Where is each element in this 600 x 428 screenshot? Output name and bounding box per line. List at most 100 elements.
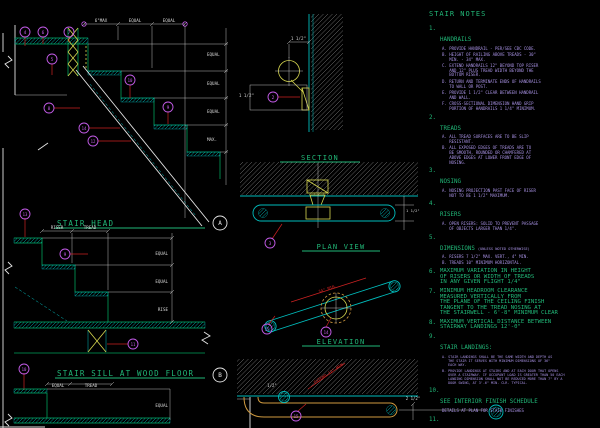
note-subitem: A. OPEN RISERS: SOLID TO PREVENT PASSAGE… xyxy=(442,220,539,231)
note-subitem: A. RISERS 7 1/2" MAX. VERT., 4" MIN. xyxy=(442,254,529,260)
callout-bubble: 9 xyxy=(162,101,174,113)
callout-bubble: 13 xyxy=(19,208,31,220)
note-subitem: DETAILS AT PLAN FOR STAIR FINISHES xyxy=(442,407,524,413)
drawing-label: SECTION xyxy=(301,154,339,162)
svg-text:14: 14 xyxy=(82,126,87,131)
drawing-label: TREAD xyxy=(84,225,97,230)
note-item-5: 5. DIMENSIONS(UNLESS NOTED OTHERWISE) A. R… xyxy=(429,235,600,267)
drawing-label: TREAD xyxy=(85,383,98,388)
note-heading-suffix: (UNLESS NOTED OTHERWISE) xyxy=(477,246,530,251)
drawing-label: EQUAL xyxy=(52,383,65,388)
svg-text:12: 12 xyxy=(91,139,96,144)
note-body: MAXIMUM VARIATION IN HEIGHT OF RISERS OR… xyxy=(440,268,600,286)
svg-text:11: 11 xyxy=(131,342,136,347)
drawing-label: EQUAL xyxy=(163,18,176,23)
note-subitem: F. CROSS-SECTIONAL DIMENSION HAND GRIP P… xyxy=(442,100,536,111)
note-item-8: 8. MAXIMUM VERTICAL DISTANCE BETWEEN STAI… xyxy=(429,318,600,331)
note-heading: DIMENSIONS xyxy=(440,245,475,252)
svg-text:4: 4 xyxy=(24,30,27,36)
drawing-label: 6"MAX xyxy=(95,18,108,23)
svg-text:10: 10 xyxy=(128,78,133,83)
note-heading: NOSING xyxy=(440,179,461,186)
note-subitem: D. RETURN AND TERMINATE ENDS OF HANDRAIL… xyxy=(442,78,541,89)
callout-bubble: 12 xyxy=(87,135,99,147)
svg-text:7: 7 xyxy=(68,30,71,36)
svg-text:13: 13 xyxy=(23,212,28,217)
note-heading: TREADS xyxy=(440,125,461,132)
drawing-label: STAIR SILL AT WOOD FLOOR xyxy=(57,369,194,378)
note-number: 9. xyxy=(429,334,436,341)
callout-bubble: 10 xyxy=(124,74,136,86)
note-heading: STAIR LANDINGS: xyxy=(440,345,493,352)
handrail-termination-detail xyxy=(237,359,504,428)
note-heading: SEE INTERIOR FINISH SCHEDULE xyxy=(440,399,538,406)
note-number: 10. xyxy=(429,388,440,395)
note-subitem: E. PROVIDE 1 1/2" CLEAR BETWEEN HANDRAIL… xyxy=(442,89,539,100)
callout-bubble: 2 xyxy=(267,91,279,103)
note-subitem: B. PROVIDE LANDINGS AT STAIRS AND AT EAC… xyxy=(442,368,565,386)
note-number: 8. xyxy=(429,319,436,326)
svg-text:B: B xyxy=(218,372,222,379)
note-body: MINIMUM HEADROOM CLEARANCE MEASURED VERT… xyxy=(440,288,600,317)
note-number: 11. xyxy=(429,416,440,423)
svg-text:15: 15 xyxy=(294,414,299,419)
svg-text:2: 2 xyxy=(272,95,275,101)
callout-bubble: 15 xyxy=(290,410,302,422)
plan-view-detail xyxy=(240,162,418,252)
callout-bubble: 7 xyxy=(63,26,75,38)
note-number: 7. xyxy=(429,288,436,295)
svg-text:3: 3 xyxy=(269,241,272,247)
note-item-9: 9. STAIR LANDINGS: A. STAIR LANDINGS SHALL… xyxy=(429,334,600,385)
drawing-label: MAX. xyxy=(207,137,217,142)
drawing-label: EQUAL xyxy=(129,18,142,23)
svg-text:6: 6 xyxy=(42,30,45,36)
drawing-label: EQUAL xyxy=(155,251,168,256)
note-heading: RISERS xyxy=(440,212,461,219)
drawing-label: 2 1/2" xyxy=(406,396,420,401)
note-subitem: B. ALL EXPOSED EDGES OF TREADS ARE TO BE… xyxy=(442,145,532,165)
note-body: MAXIMUM VERTICAL DISTANCE BETWEEN STAIRW… xyxy=(440,318,600,331)
svg-text:9: 9 xyxy=(167,105,170,111)
note-body: HANDICAPPED COMPLIANCE:A. MARK WITH A 2"… xyxy=(440,417,600,428)
stair-notes-title: STAIR NOTES xyxy=(429,10,487,18)
svg-text:5: 5 xyxy=(51,57,54,63)
note-text: MAXIMUM VERTICAL DISTANCE BETWEEN STAIRW… xyxy=(440,318,552,331)
drawing-label: EQUAL xyxy=(207,109,220,114)
note-subitem: C. EXTEND HANDRAILS 12" BEYOND TOP RISER… xyxy=(442,62,539,78)
note-number: 4. xyxy=(429,201,436,208)
drawing-label: PLAN VIEW xyxy=(317,243,366,251)
drawing-label: STAIR HEAD xyxy=(57,219,114,228)
callout-bubble: 8 xyxy=(43,102,55,114)
callout-bubble: 14 xyxy=(320,326,332,338)
section-detail xyxy=(249,14,360,163)
drawing-label: 1 1/2" xyxy=(239,93,254,98)
note-subitem: A. STAIR LANDINGS SHALL BE THE SAME WIDT… xyxy=(442,354,553,367)
drawing-label: 1 1/2" xyxy=(291,36,306,41)
note-item-6: 6.MAXIMUM VARIATION IN HEIGHT OF RISERS … xyxy=(429,268,600,286)
detail-reference-bubble: B xyxy=(212,367,228,383)
svg-text:14: 14 xyxy=(324,330,329,335)
svg-text:10: 10 xyxy=(22,367,27,372)
sheet-border xyxy=(0,33,45,428)
note-number: 5. xyxy=(429,234,436,241)
stair-partial-detail xyxy=(4,381,171,427)
svg-text:15: 15 xyxy=(265,327,270,332)
note-body: DIMENSIONS(UNLESS NOTED OTHERWISE) A. RIS… xyxy=(440,235,600,267)
callout-bubble: 9 xyxy=(59,248,71,260)
drawing-label: EQUAL xyxy=(155,403,168,408)
drawing-label: RISE xyxy=(158,307,169,312)
callout-bubble: 5 xyxy=(46,53,58,65)
drawing-label: 1/2" xyxy=(267,383,277,388)
drawing-label: EQUAL xyxy=(207,52,220,57)
note-subitem: A. ALL TREAD SURFACES ARE TO BE SLIP RES… xyxy=(442,134,529,144)
note-subitem: A. NOSING PROJECTION PAST FACE OF RISER … xyxy=(442,187,536,198)
